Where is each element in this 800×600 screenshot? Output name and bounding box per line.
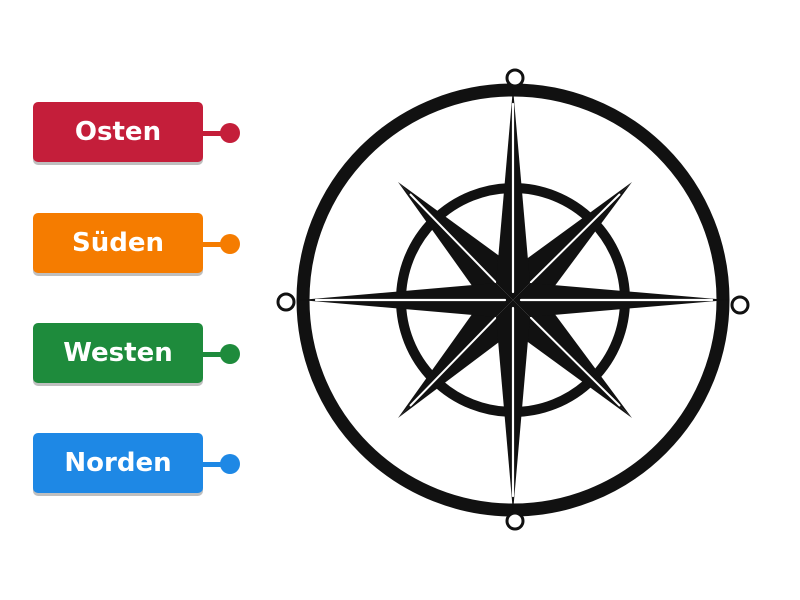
label-tile[interactable]: Süden <box>33 213 203 273</box>
label-connector-dot[interactable] <box>220 344 240 364</box>
cardinal-highlights <box>314 102 714 498</box>
label-tile[interactable]: Osten <box>33 102 203 162</box>
label-item-norden[interactable]: Norden <box>33 433 248 497</box>
label-connector-line <box>203 131 229 136</box>
label-connector-line <box>203 352 229 357</box>
intercardinal-points <box>398 182 632 418</box>
drop-target-right[interactable] <box>730 295 750 315</box>
compass-diagram <box>270 60 760 540</box>
drop-target-top[interactable] <box>505 68 525 88</box>
label-item-westen[interactable]: Westen <box>33 323 248 387</box>
label-tile[interactable]: Norden <box>33 433 203 493</box>
label-item-sueden[interactable]: Süden <box>33 213 248 277</box>
label-connector-dot[interactable] <box>220 234 240 254</box>
label-tile[interactable]: Westen <box>33 323 203 383</box>
label-connector-line <box>203 242 229 247</box>
compass-rose-icon <box>276 68 750 531</box>
drop-target-left[interactable] <box>276 292 296 312</box>
label-connector-line <box>203 462 229 467</box>
label-item-osten[interactable]: Osten <box>33 102 248 166</box>
intercardinal-highlights <box>409 193 621 407</box>
drop-target-bottom[interactable] <box>505 511 525 531</box>
label-connector-dot[interactable] <box>220 454 240 474</box>
label-connector-dot[interactable] <box>220 123 240 143</box>
